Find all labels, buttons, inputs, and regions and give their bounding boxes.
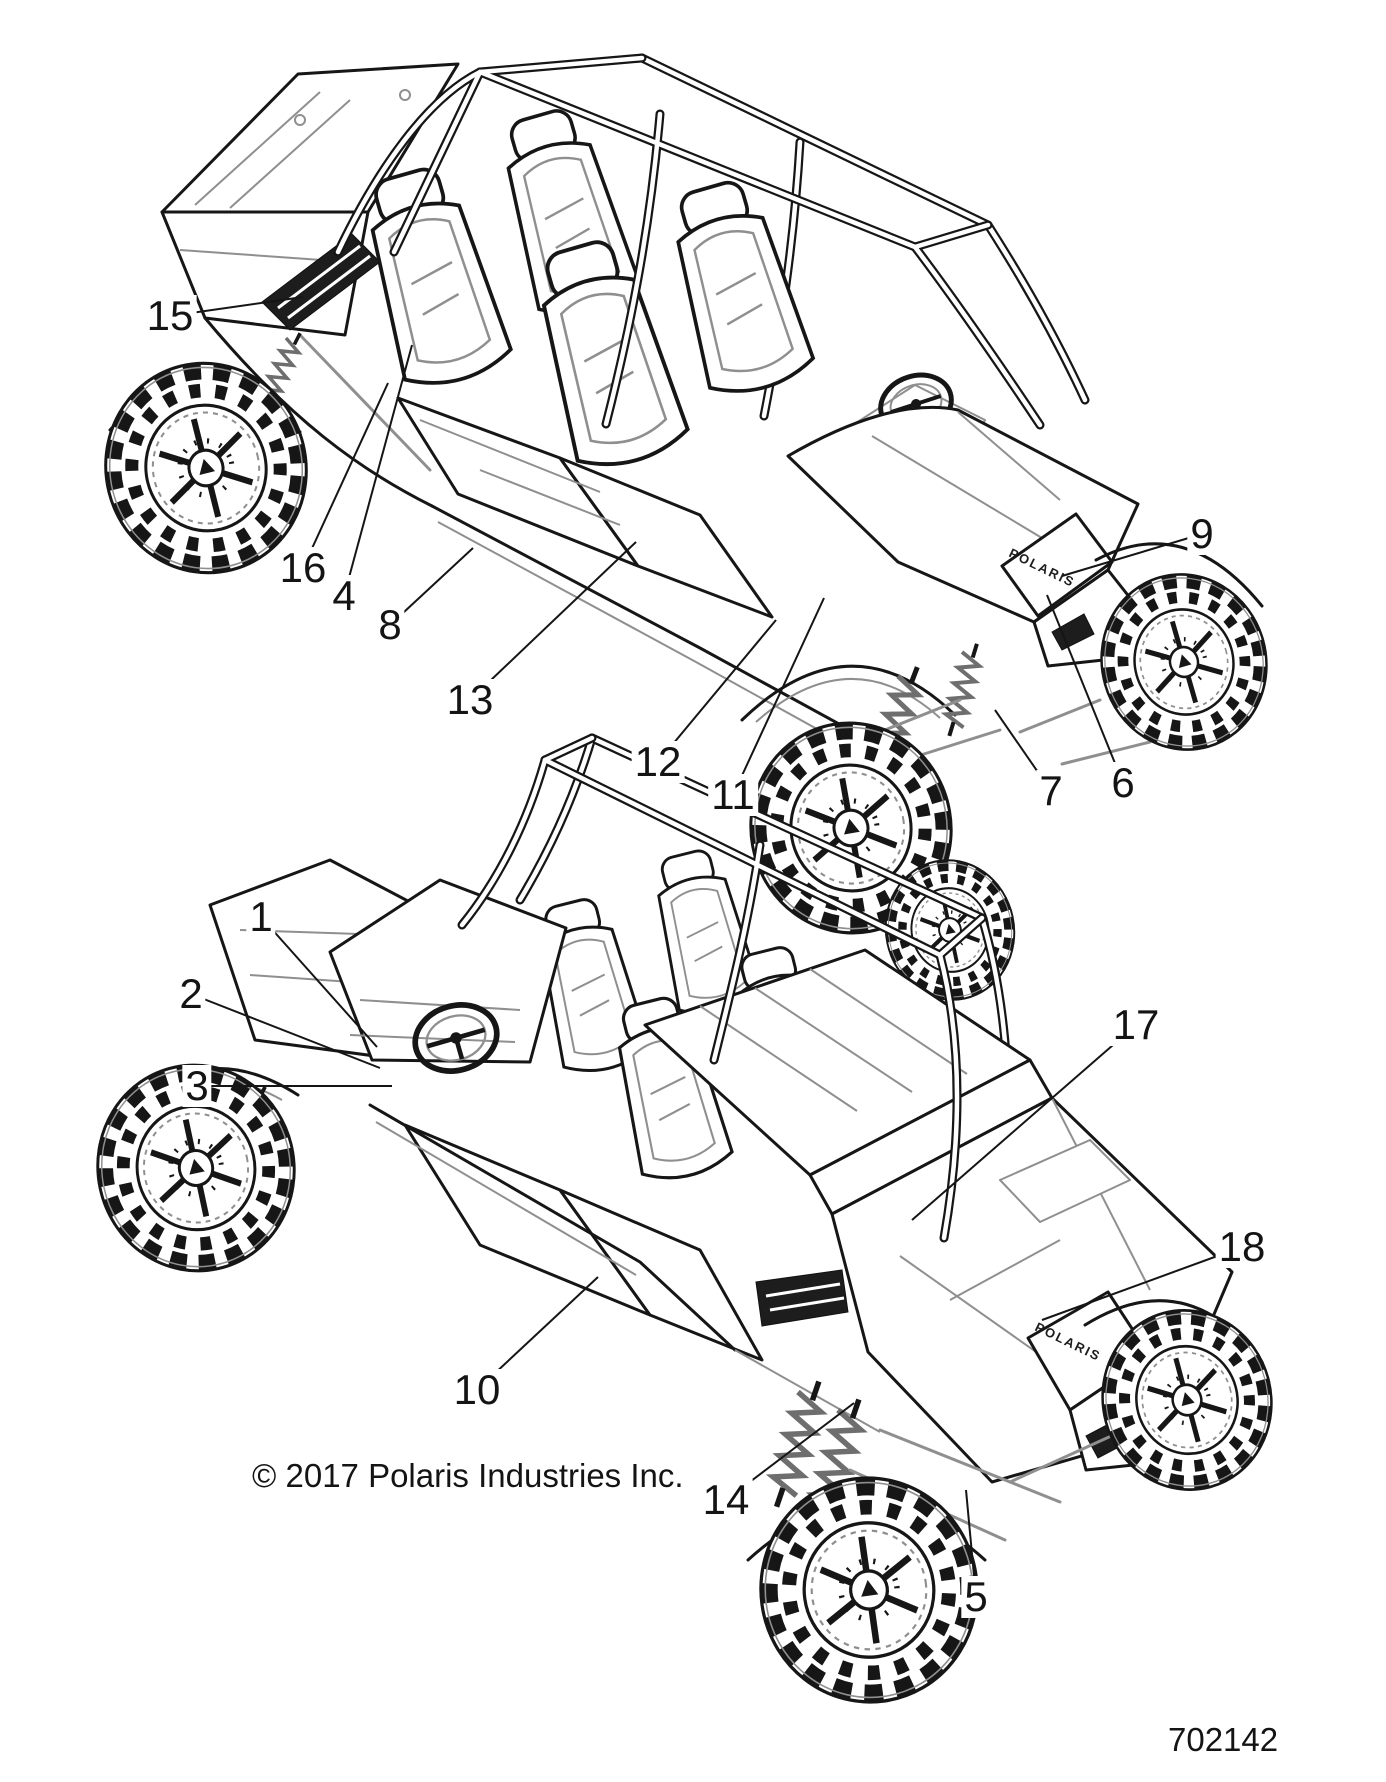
callout-10: 10 (450, 1369, 504, 1411)
callout-14: 14 (699, 1479, 753, 1521)
callout-11: 11 (708, 774, 758, 816)
callout-7: 7 (1036, 770, 1066, 812)
callout-17: 17 (1109, 1004, 1163, 1046)
callout-3: 3 (182, 1065, 212, 1107)
leader-line-6 (1046, 594, 1124, 784)
callout-12: 12 (631, 741, 685, 783)
leader-line-4 (343, 344, 413, 597)
callout-5: 5 (961, 1576, 991, 1618)
callout-9: 9 (1187, 513, 1217, 555)
leader-line-18 (1041, 1246, 1243, 1321)
bottom-vehicle: POLARIS (79, 733, 1292, 1716)
callout-13: 13 (443, 679, 497, 721)
leader-line-17 (911, 1024, 1137, 1221)
callout-18: 18 (1215, 1226, 1269, 1268)
callout-8: 8 (375, 604, 405, 646)
leader-line-13 (469, 541, 637, 701)
callout-16: 16 (276, 547, 330, 589)
leader-line-9 (1061, 533, 1203, 577)
copyright-text: © 2017 Polaris Industries Inc. (252, 1457, 684, 1494)
callout-6: 6 (1108, 762, 1138, 804)
part-number: 702142 (1168, 1721, 1279, 1758)
callout-2: 2 (176, 973, 206, 1015)
leader-line-1 (260, 916, 378, 1048)
callout-1: 1 (246, 896, 276, 938)
leader-line-11 (732, 597, 825, 796)
callout-4: 4 (329, 575, 359, 617)
leader-line-12 (657, 619, 777, 763)
callout-15: 15 (143, 295, 197, 337)
leader-line-2 (190, 993, 381, 1069)
leader-line-16 (302, 382, 389, 569)
top-vehicle: POLARIS (84, 53, 1288, 949)
